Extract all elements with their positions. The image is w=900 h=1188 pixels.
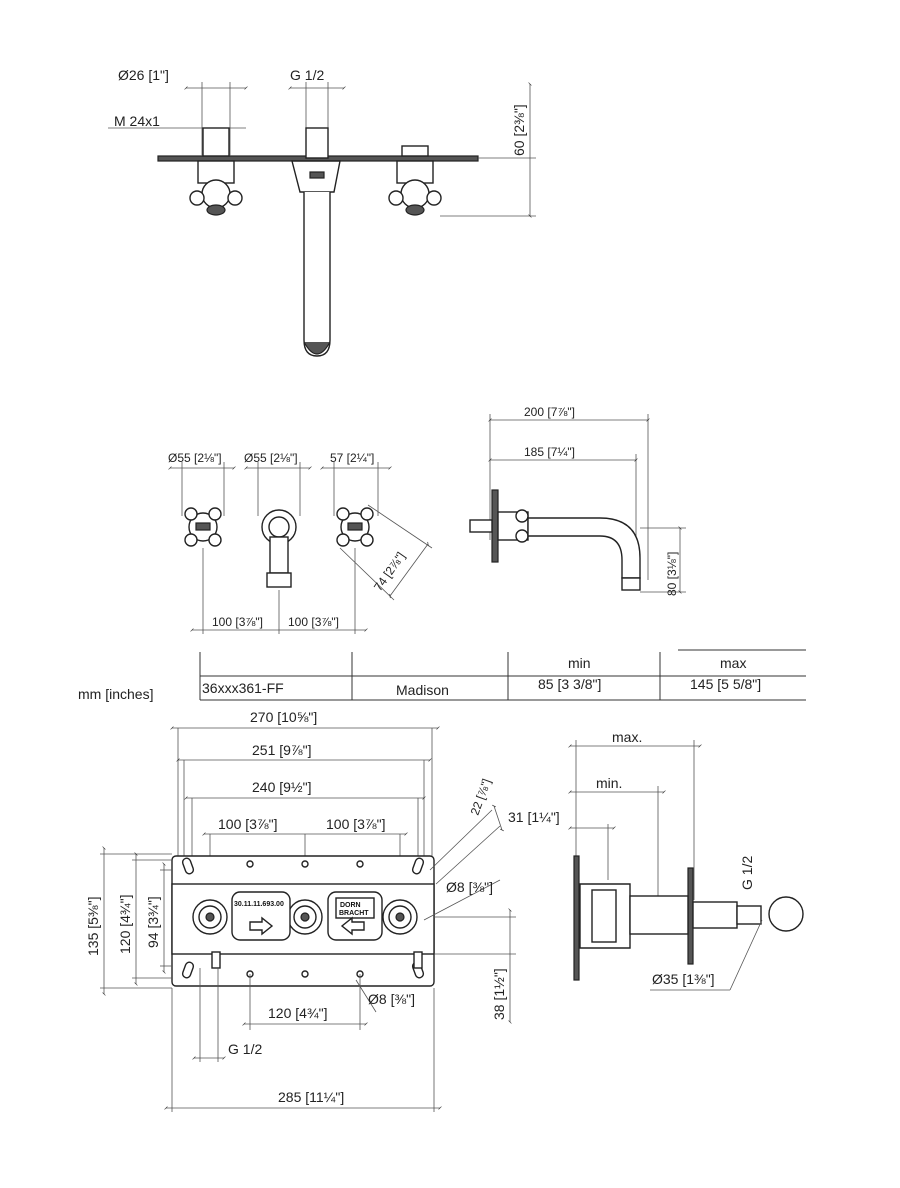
spout-front bbox=[261, 509, 297, 588]
dim-total-200: 200 [7⅞"] bbox=[524, 405, 575, 419]
table-cell-name: Madison bbox=[396, 682, 449, 698]
dim-handle-left-55: Ø55 [2⅛"] bbox=[168, 451, 222, 465]
table-header-min: min bbox=[568, 655, 591, 671]
dim-120-horizontal: 120 [4¾"] bbox=[268, 1005, 327, 1021]
dim-spacing-right: 100 [3⅞"] bbox=[288, 615, 339, 629]
dim-285: 285 [11¼"] bbox=[278, 1089, 344, 1105]
dim-reach-185: 185 [7¼"] bbox=[524, 445, 575, 459]
dim-35: Ø35 [1⅜"] bbox=[652, 971, 715, 987]
rough-side-wall bbox=[573, 855, 580, 981]
dim-max: max. bbox=[612, 729, 642, 745]
table-cell-min: 85 [3 3/8"] bbox=[538, 676, 602, 692]
dim-spout-g12: G 1/2 bbox=[290, 67, 324, 83]
dim-251: 251 [9⅞"] bbox=[252, 742, 311, 758]
dim-22: 22 [⅞"] bbox=[468, 777, 494, 817]
right-handle-top bbox=[388, 145, 442, 216]
dim-min: min. bbox=[596, 775, 622, 791]
dim-120-vertical: 120 [4¾"] bbox=[117, 895, 133, 954]
dim-side-g12: G 1/2 bbox=[739, 856, 755, 890]
top-view: Ø26 [1"] M 24x1 G 1/2 60 [2⅜"] bbox=[108, 67, 536, 357]
dim-135: 135 [5⅜"] bbox=[85, 897, 101, 956]
dim-100-right: 100 [3⅞"] bbox=[326, 816, 385, 832]
dim-spacing-left: 100 [3⅞"] bbox=[212, 615, 263, 629]
side-view: 200 [7⅞"] 185 [7¼"] 80 [3⅛"] bbox=[469, 405, 686, 596]
rough-brand-1: DORN bbox=[340, 902, 361, 909]
rough-front-view: 30.11.11.693.00 DORN BRACHT 270 [10⅝"] bbox=[85, 709, 516, 1112]
dim-8-top: Ø8 [⅜"] bbox=[446, 879, 493, 895]
spout-top bbox=[288, 82, 346, 357]
dim-g12-bottom: G 1/2 bbox=[228, 1041, 262, 1057]
unit-label: mm [inches] bbox=[78, 686, 154, 702]
dim-height-60: 60 [2⅜"] bbox=[511, 104, 527, 156]
dim-diagonal-74: 74 [2⅞"] bbox=[371, 549, 408, 593]
left-cross-handle bbox=[184, 507, 222, 547]
center-valve-port bbox=[287, 899, 323, 935]
arrow-left-icon bbox=[340, 916, 365, 936]
dim-240: 240 [9½"] bbox=[252, 779, 311, 795]
table-grid bbox=[199, 649, 806, 701]
left-valve-port bbox=[192, 899, 228, 935]
front-view: Ø55 [2⅛"] Ø55 [2⅛"] 57 [2¼"] 74 [2⅞"] 10… bbox=[168, 451, 433, 634]
rough-code-text: 30.11.11.693.00 bbox=[234, 901, 284, 908]
rough-side-view: max. min. 31 [1¼"] G 1/2 Ø35 [1⅜"] bbox=[508, 729, 804, 991]
code-label-box bbox=[231, 891, 291, 941]
dim-8-bottom: Ø8 [⅜"] bbox=[368, 991, 415, 1007]
dim-270: 270 [10⅝"] bbox=[250, 709, 317, 725]
dim-thread-m24: M 24x1 bbox=[114, 113, 160, 129]
rough-brand-2: BRACHT bbox=[339, 910, 369, 917]
table-cell-model: 36xxx361-FF bbox=[202, 680, 284, 696]
dim-spout-55: Ø55 [2⅛"] bbox=[244, 451, 298, 465]
table-cell-max: 145 [5 5/8"] bbox=[690, 676, 762, 692]
right-cross-handle bbox=[336, 507, 374, 547]
dim-31: 31 [1¼"] bbox=[508, 809, 560, 825]
dim-handle-right-57: 57 [2¼"] bbox=[330, 451, 374, 465]
table-header-max: max bbox=[720, 655, 747, 671]
dim-diameter-26: Ø26 [1"] bbox=[118, 67, 169, 83]
arrow-right-icon bbox=[249, 916, 274, 936]
dim-100-left: 100 [3⅞"] bbox=[218, 816, 277, 832]
side-wall-plate bbox=[491, 489, 499, 563]
side-spout bbox=[527, 517, 641, 579]
right-valve-port bbox=[382, 899, 418, 935]
outlet-circle bbox=[768, 896, 804, 932]
dim-94: 94 [3¾"] bbox=[145, 896, 161, 948]
dim-height-80: 80 [3⅛"] bbox=[665, 552, 679, 596]
dim-38: 38 [1½"] bbox=[491, 968, 507, 1020]
left-handle-top bbox=[189, 127, 243, 216]
